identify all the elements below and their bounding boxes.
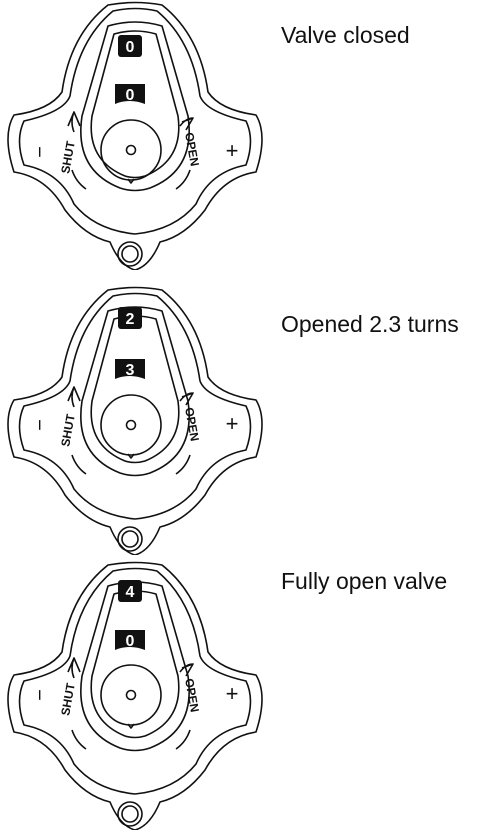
- scale-arc-left: [71, 454, 87, 475]
- minus-symbol: −: [28, 689, 50, 701]
- scale-arc-right: [175, 169, 191, 190]
- shut-label: SHUT: [58, 412, 78, 447]
- handwheel-inner-rim: [18, 567, 252, 795]
- indicator-track-outer: [80, 306, 190, 477]
- valve-panel-opened-2-3: 2 3 SHUT OPEN − + Opened 2.3 turns: [0, 285, 491, 555]
- scale-arc-right: [175, 729, 191, 750]
- counter-digit-top: 2: [126, 311, 135, 328]
- handwheel-inner-rim: [18, 292, 252, 520]
- hub-notch: [127, 453, 135, 459]
- open-label: OPEN: [182, 406, 202, 442]
- indicator-track-outer: [80, 581, 190, 752]
- panel-caption: Opened 2.3 turns: [281, 311, 459, 337]
- hub-center-dot: [125, 144, 137, 156]
- hub-notch: [127, 178, 135, 184]
- spindle-hub: [100, 119, 162, 181]
- counter-window-top: [118, 307, 142, 329]
- indicator-track-outer: [80, 21, 190, 192]
- shut-arrow-icon: [67, 111, 81, 133]
- valve-handwheel-diagram: 4 0 SHUT OPEN − +: [7, 561, 263, 830]
- valve-panel-closed: 0 0 SHUT OPEN − + Valve closed: [0, 0, 491, 270]
- handwheel-outline: [7, 286, 263, 555]
- plus-symbol: +: [226, 138, 239, 163]
- counter-window-top: [118, 580, 142, 602]
- mounting-hole-inner: [121, 805, 139, 823]
- hub-center-dot: [125, 419, 137, 431]
- valve-handwheel-diagram: 0 0 SHUT OPEN − +: [7, 1, 263, 270]
- open-arrow-icon: [179, 392, 194, 406]
- scale-arc-left: [71, 169, 87, 190]
- handwheel-outline: [7, 561, 263, 830]
- mounting-hole-outer: [117, 526, 143, 552]
- counter-digit-bottom: 0: [126, 87, 135, 104]
- scale-arc-right: [175, 454, 191, 475]
- shut-label: SHUT: [58, 681, 78, 716]
- counter-digit-top: 4: [126, 584, 135, 601]
- spindle-hub: [100, 394, 162, 456]
- valve-handwheel-diagram: 2 3 SHUT OPEN − +: [7, 286, 263, 555]
- open-arrow-icon: [179, 117, 194, 131]
- spindle-hub: [100, 664, 162, 726]
- counter-digit-top: 0: [126, 39, 135, 56]
- mounting-hole-inner: [121, 530, 139, 548]
- panel-caption: Fully open valve: [281, 568, 448, 594]
- minus-symbol: −: [28, 419, 50, 431]
- indicator-track-inner: [90, 315, 180, 464]
- valve-panel-fully-open: 4 0 SHUT OPEN − + Fully open valve: [0, 560, 491, 830]
- plus-symbol: +: [226, 411, 239, 436]
- counter-digit-bottom: 0: [126, 633, 135, 650]
- hub-notch: [127, 723, 135, 729]
- shut-label: SHUT: [58, 139, 78, 174]
- minus-symbol: −: [28, 146, 50, 158]
- counter-digit-bottom: 3: [126, 362, 135, 379]
- open-label: OPEN: [182, 131, 202, 167]
- shut-arrow-icon: [67, 657, 81, 679]
- counter-window-bottom: [115, 630, 145, 650]
- mounting-hole-outer: [117, 241, 143, 267]
- mounting-hole-outer: [117, 801, 143, 827]
- panel-caption: Valve closed: [281, 22, 410, 48]
- scale-arc-left: [71, 729, 87, 750]
- mounting-hole-inner: [121, 245, 139, 263]
- open-arrow-icon: [179, 663, 194, 677]
- counter-window-bottom: [115, 359, 145, 379]
- handwheel-inner-rim: [18, 7, 252, 235]
- indicator-track-inner: [90, 590, 180, 739]
- plus-symbol: +: [226, 681, 239, 706]
- handwheel-outline: [7, 1, 263, 270]
- shut-arrow-icon: [67, 386, 81, 408]
- counter-window-bottom: [115, 84, 145, 104]
- open-label: OPEN: [182, 677, 202, 713]
- counter-window-top: [118, 35, 142, 57]
- hub-center-dot: [125, 689, 137, 701]
